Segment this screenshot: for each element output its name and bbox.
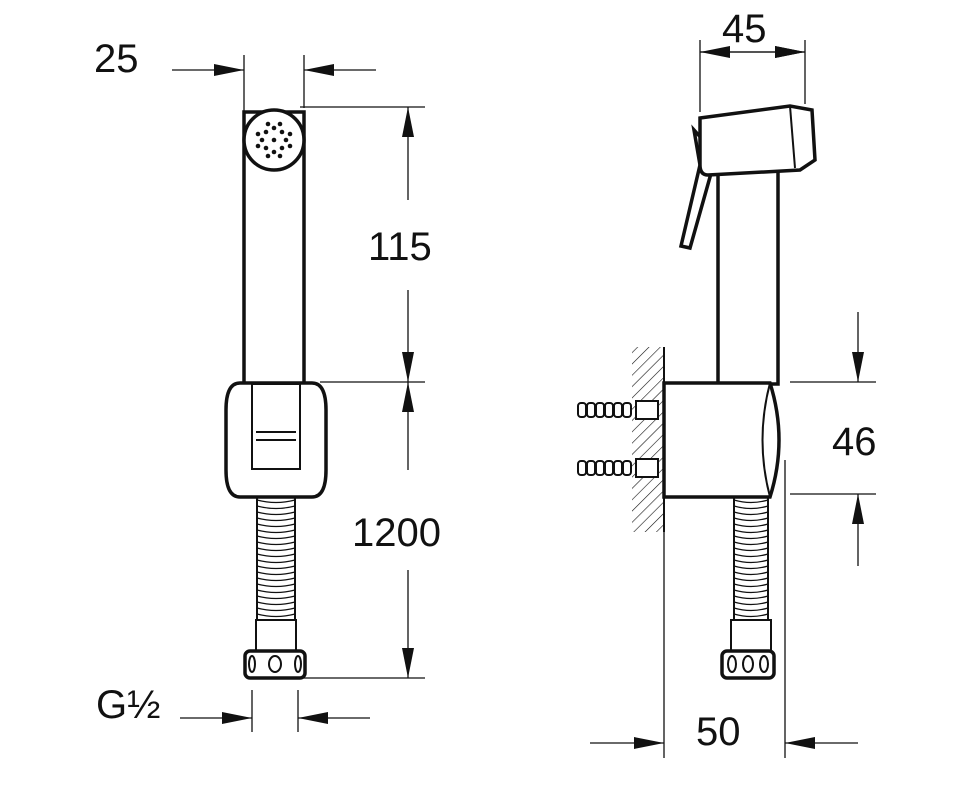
hose-coil xyxy=(256,523,296,528)
pipe-fitting xyxy=(635,400,659,420)
wall-pipes xyxy=(577,400,659,478)
hose-coil xyxy=(256,511,296,516)
pipe-thread xyxy=(613,402,623,418)
nozzle-dot xyxy=(265,121,271,127)
nozzle-dot xyxy=(259,137,265,143)
hose-coil xyxy=(256,589,296,594)
nozzle-dot xyxy=(271,149,277,155)
nozzle-dot xyxy=(287,131,293,137)
hose-coil xyxy=(733,613,769,618)
hose-nut xyxy=(730,619,772,652)
hose xyxy=(733,496,769,621)
hose-coil xyxy=(733,577,769,582)
hose-coil xyxy=(256,499,296,504)
pipe-thread xyxy=(622,460,632,476)
hose-coil xyxy=(733,571,769,576)
pipe-thread xyxy=(613,460,623,476)
hose-coil xyxy=(256,529,296,534)
pipe-thread xyxy=(577,460,587,476)
spray-nozzles xyxy=(255,121,293,159)
dim-holder-height: 46 xyxy=(832,420,877,464)
hose-coil xyxy=(256,541,296,546)
nozzle-dot xyxy=(277,121,283,127)
hose-coil xyxy=(733,499,769,504)
nozzle-dot xyxy=(277,153,283,159)
nozzle-dot xyxy=(279,129,285,135)
hose-coil xyxy=(256,535,296,540)
hose-coil xyxy=(733,607,769,612)
nozzle-dot xyxy=(255,131,261,137)
hose-coil xyxy=(733,523,769,528)
hose-coil xyxy=(256,607,296,612)
nozzle-dot xyxy=(279,145,285,151)
pipe-thread xyxy=(604,460,614,476)
hose-coil xyxy=(733,529,769,534)
dim-handle-height: 115 xyxy=(368,225,432,269)
nozzle-dot xyxy=(263,145,269,151)
hose-coil xyxy=(733,589,769,594)
pipe-thread xyxy=(595,402,605,418)
hose-coil xyxy=(733,553,769,558)
hose-coil xyxy=(256,577,296,582)
hose-coil xyxy=(733,595,769,600)
nozzle-dot xyxy=(283,137,289,143)
hose-coil xyxy=(256,517,296,522)
hose-coil xyxy=(733,583,769,588)
hose-coil xyxy=(733,559,769,564)
dim-head-width: 25 xyxy=(94,37,139,81)
pipe-thread xyxy=(595,460,605,476)
hose-coil xyxy=(256,505,296,510)
nozzle-dot xyxy=(271,137,277,143)
hose-coil xyxy=(256,547,296,552)
hose-nut xyxy=(255,619,297,652)
hose-coil xyxy=(256,595,296,600)
pipe-fitting xyxy=(635,458,659,478)
nozzle-dot xyxy=(287,143,293,149)
side-view: 45 46 50 xyxy=(577,7,877,758)
hose-coil xyxy=(256,571,296,576)
pipe-thread xyxy=(622,402,632,418)
spray-head xyxy=(698,104,817,177)
dim-connection-thread: G½ xyxy=(96,683,160,727)
hose-coil xyxy=(733,517,769,522)
handle-body xyxy=(716,166,780,386)
hose-coil xyxy=(733,565,769,570)
connection-nut xyxy=(243,649,307,680)
dim-head-depth: 45 xyxy=(722,7,767,51)
hose-coil xyxy=(256,565,296,570)
hose-coil xyxy=(733,505,769,510)
hose-coil xyxy=(256,553,296,558)
nozzle-dot xyxy=(265,153,271,159)
front-view: 25 115 1200 G½ xyxy=(94,37,441,732)
hose-coil xyxy=(256,601,296,606)
pipe-thread xyxy=(604,402,614,418)
pipe-thread xyxy=(586,460,596,476)
hose-coil xyxy=(733,541,769,546)
hose-coil xyxy=(256,613,296,618)
dim-hose-length: 1200 xyxy=(352,511,441,555)
hose-coil xyxy=(733,511,769,516)
wall xyxy=(632,347,664,532)
hose-coil xyxy=(256,583,296,588)
hose-coil xyxy=(256,559,296,564)
nozzle-dot xyxy=(271,125,277,131)
pipe-thread xyxy=(577,402,587,418)
hose-coil xyxy=(733,601,769,606)
nozzle-dot xyxy=(263,129,269,135)
hose-coil xyxy=(733,535,769,540)
hose-coil xyxy=(733,547,769,552)
pipe-thread xyxy=(586,402,596,418)
dim-holder-depth: 50 xyxy=(696,710,741,754)
nozzle-dot xyxy=(255,143,261,149)
